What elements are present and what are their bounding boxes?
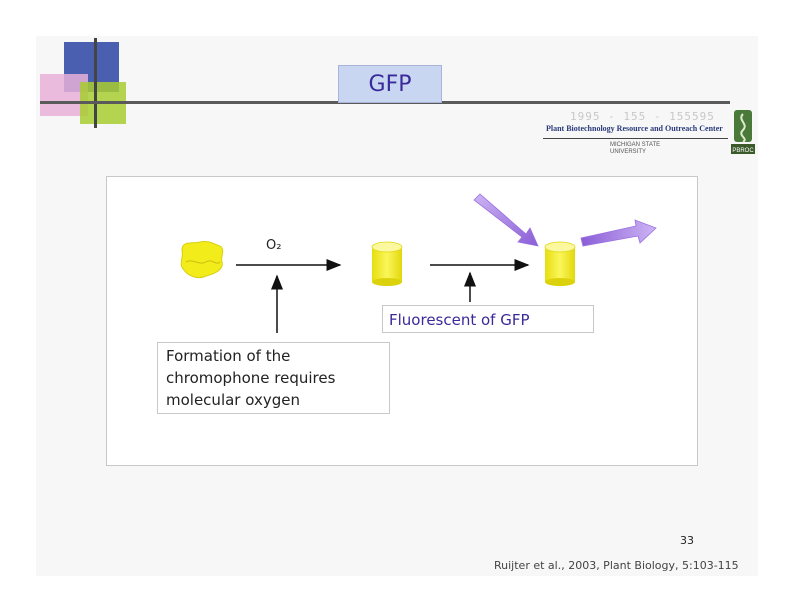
logo-university-line1: MICHIGAN STATE: [610, 142, 661, 148]
logo-university: MICHIGAN STATE UNIVERSITY: [610, 142, 660, 156]
emission-light-arrow: [580, 219, 657, 247]
chromophore-cylinder-1: [371, 241, 403, 286]
logo-university-line2: UNIVERSITY: [610, 149, 647, 155]
oxygen-label: O₂: [266, 238, 282, 253]
logo-rule: [543, 138, 728, 139]
chromophore-cylinder-2: [544, 241, 576, 286]
svg-text:PBROC: PBROC: [732, 148, 754, 154]
page-number: 33: [680, 534, 694, 547]
logo-tagline: 1995 - 155 - 155595: [570, 110, 715, 123]
logo-name: Plant Biotechnology Resource and Outreac…: [546, 124, 723, 133]
precursor-blob-icon: [180, 241, 224, 279]
slide-title: GFP: [338, 65, 442, 103]
citation: Ruijter et al., 2003, Plant Biology, 5:1…: [494, 559, 739, 572]
logo-emblem-icon: PBROC: [731, 110, 755, 154]
fluorescent-label: Fluorescent of GFP: [382, 305, 594, 333]
oxygen-note: Formation of the chromophone requires mo…: [157, 342, 390, 414]
excitation-light-arrow: [473, 193, 539, 247]
decor-vertical-line: [94, 38, 97, 128]
